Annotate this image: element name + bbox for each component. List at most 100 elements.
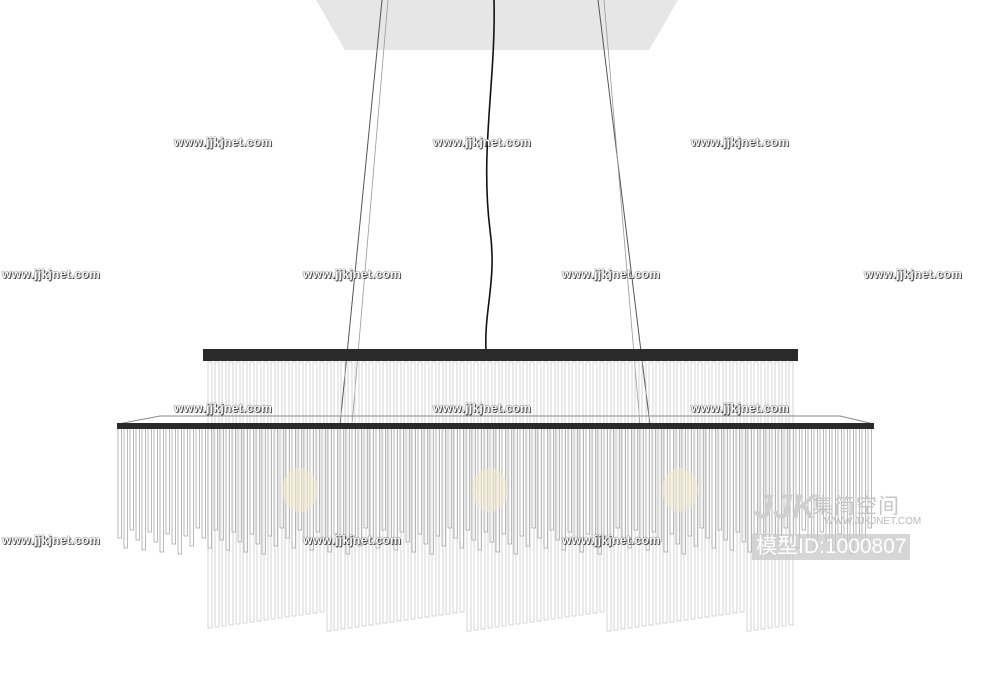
crystal-rod bbox=[788, 361, 794, 626]
crystal-rod bbox=[609, 427, 614, 547]
crystal-rod bbox=[634, 361, 640, 628]
crystal-rod bbox=[550, 361, 556, 620]
ceiling-canopy bbox=[316, 0, 678, 50]
crystal-rod bbox=[315, 427, 320, 533]
crystal-rod bbox=[536, 361, 542, 622]
crystal-rod bbox=[648, 361, 654, 626]
crystal-rod bbox=[375, 427, 380, 549]
crystal-rod bbox=[396, 361, 402, 622]
crystal-rod bbox=[123, 427, 128, 549]
brand-logo: JJK 集简空间 WWW.JJKJNET.COM 模型ID:1000807 bbox=[752, 488, 921, 562]
crystal-rod bbox=[732, 361, 738, 614]
watermark: www.jjkjnet.com bbox=[562, 533, 661, 547]
crystal-rod bbox=[522, 361, 528, 624]
crystal-rod bbox=[340, 361, 346, 630]
lower-frame-top bbox=[117, 415, 875, 425]
crystal-rod bbox=[508, 361, 514, 626]
crystal-rod bbox=[387, 427, 392, 541]
crystal-rod bbox=[249, 427, 254, 535]
crystal-rod bbox=[228, 361, 234, 626]
crystal-rod bbox=[741, 427, 746, 543]
crystal-rod bbox=[326, 361, 332, 632]
crystal-rod bbox=[747, 427, 752, 553]
crystal-rod bbox=[781, 361, 787, 627]
crystal-rod bbox=[354, 361, 360, 628]
crystal-rod bbox=[651, 427, 656, 533]
crystal-rod bbox=[441, 427, 446, 547]
crystal-rod bbox=[711, 427, 716, 549]
light-bulb bbox=[282, 468, 318, 512]
crystal-rod bbox=[159, 427, 164, 553]
lower-frame bbox=[117, 423, 874, 429]
watermark: www.jjkjnet.com bbox=[174, 401, 273, 415]
watermark: www.jjkjnet.com bbox=[864, 267, 963, 281]
crystal-rod bbox=[573, 427, 578, 543]
crystal-rod bbox=[201, 427, 206, 539]
crystal-rod bbox=[549, 427, 554, 531]
crystal-rod bbox=[633, 427, 638, 531]
crystal-rod bbox=[564, 361, 570, 618]
crystal-rod bbox=[657, 427, 662, 543]
crystal-rod bbox=[129, 427, 134, 531]
crystal-rod bbox=[718, 361, 724, 616]
crystal-rod bbox=[578, 361, 584, 616]
crystal-rod bbox=[417, 427, 422, 535]
crystal-rod bbox=[177, 427, 182, 555]
crystal-rod bbox=[613, 361, 619, 631]
crystal-rod bbox=[729, 427, 734, 551]
watermark: www.jjkjnet.com bbox=[2, 267, 101, 281]
watermark: www.jjkjnet.com bbox=[303, 533, 402, 547]
watermark: www.jjkjnet.com bbox=[303, 267, 402, 281]
crystal-rod bbox=[219, 427, 224, 541]
logo-mark: JJK bbox=[754, 488, 817, 526]
crystal-rod bbox=[627, 427, 632, 549]
crystal-rod bbox=[447, 427, 452, 529]
crystal-rod bbox=[423, 427, 428, 545]
crystal-rod bbox=[339, 427, 344, 545]
suspension-cable bbox=[339, 0, 383, 426]
crystal-rod bbox=[369, 427, 374, 539]
crystal-rod bbox=[171, 427, 176, 545]
crystal-rod bbox=[445, 361, 451, 615]
crystal-rod bbox=[195, 427, 200, 529]
crystal-rod bbox=[735, 427, 740, 533]
suspension-cable bbox=[351, 0, 389, 426]
watermark: www.jjkjnet.com bbox=[562, 267, 661, 281]
crystal-rod bbox=[237, 427, 242, 543]
crystal-rod bbox=[704, 361, 710, 618]
crystal-rod bbox=[351, 427, 356, 537]
watermark: www.jjkjnet.com bbox=[433, 135, 532, 149]
crystal-rod bbox=[717, 427, 722, 531]
crystal-rod bbox=[531, 427, 536, 529]
crystal-rod bbox=[760, 361, 766, 630]
crystal-rod bbox=[592, 361, 598, 614]
crystal-rod bbox=[361, 361, 367, 627]
crystal-rod bbox=[567, 427, 572, 533]
light-bulb bbox=[472, 468, 508, 512]
crystal-rod bbox=[465, 427, 470, 531]
crystal-rod bbox=[555, 427, 560, 541]
logo-name: 集简空间 bbox=[812, 495, 900, 518]
crystal-rod bbox=[242, 361, 248, 624]
watermark: www.jjkjnet.com bbox=[691, 401, 790, 415]
crystal-rod bbox=[739, 361, 745, 613]
crystal-rod bbox=[267, 427, 272, 537]
crystal-rod bbox=[399, 427, 404, 533]
crystal-rod bbox=[261, 427, 266, 555]
crystal-rod bbox=[403, 361, 409, 621]
crystal-rod bbox=[273, 427, 278, 547]
crystal-rod bbox=[519, 427, 524, 537]
watermark: www.jjkjnet.com bbox=[691, 135, 790, 149]
logo-url: WWW.JJKJNET.COM bbox=[824, 516, 922, 527]
crystal-rod bbox=[117, 427, 122, 539]
crystal-rod bbox=[591, 427, 596, 545]
crystal-rod bbox=[615, 427, 620, 529]
crystal-rod bbox=[774, 361, 780, 628]
crystal-rod bbox=[255, 427, 260, 545]
crystal-rod bbox=[368, 361, 374, 626]
crystal-rod bbox=[537, 427, 542, 539]
crystal-rod bbox=[645, 427, 650, 551]
crystal-rod bbox=[507, 427, 512, 545]
crystal-rod bbox=[405, 427, 410, 543]
